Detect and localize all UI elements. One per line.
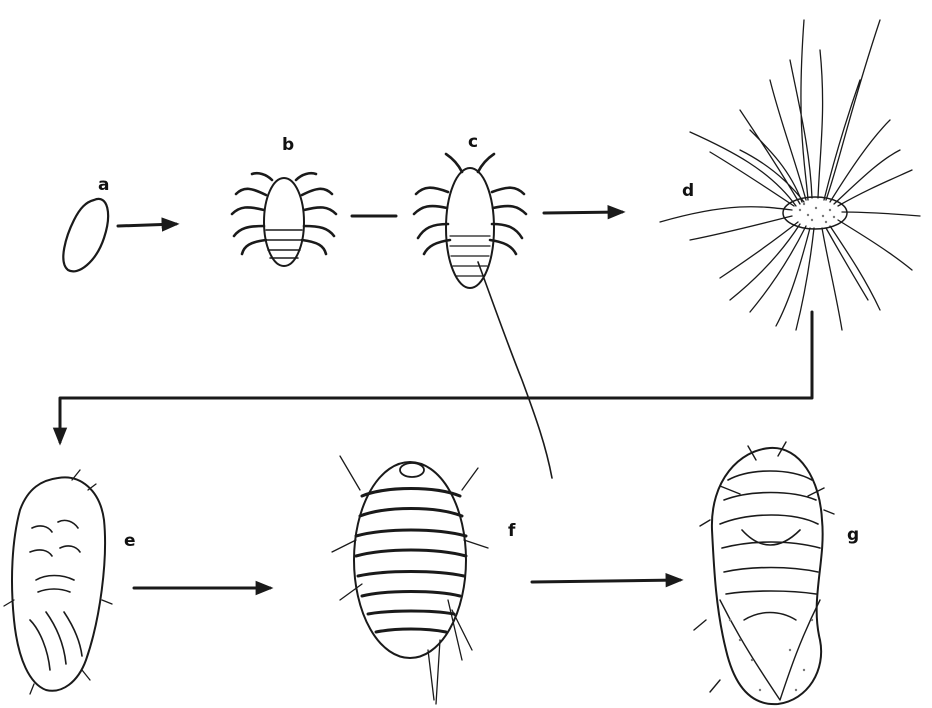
arrow-f-to-g [532,580,680,582]
stage-e-form [4,470,112,694]
stage-c-nymph [414,154,552,478]
arrow-a-to-b [118,224,176,226]
stage-a-egg [63,199,108,271]
stage-g-ovisac [694,442,834,704]
label-f: f [508,521,516,541]
arrow-d-to-e [60,312,812,442]
arrow-c-to-d [544,212,622,213]
label-d: d [682,181,694,201]
label-g: g [847,525,859,545]
stage-d-waxy-cover [660,20,920,330]
label-a: a [98,175,109,195]
stage-b-nymph [232,173,336,266]
label-c: c [468,132,478,152]
label-e: e [124,531,136,551]
label-b: b [282,135,294,155]
stage-f-adult [332,456,488,704]
